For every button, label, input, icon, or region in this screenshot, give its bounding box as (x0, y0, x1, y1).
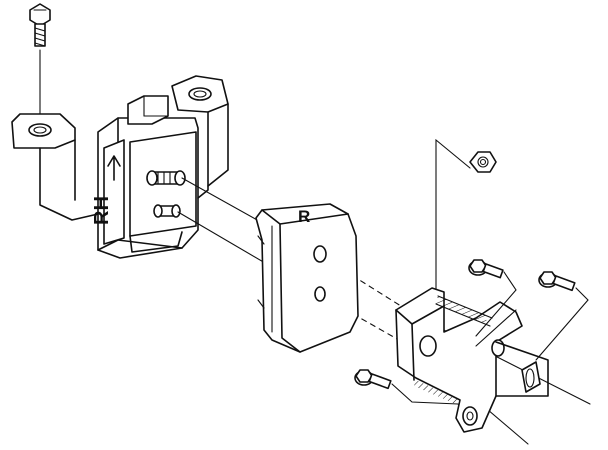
bolt-right-far-icon (535, 271, 589, 361)
assembly-axis-lines (177, 177, 591, 445)
r-label: R (298, 207, 310, 226)
hinge-bracket (395, 287, 549, 433)
hex-nut-icon (435, 138, 497, 293)
bolt-right-upper-icon (468, 259, 517, 337)
rh-label: RH (91, 196, 113, 225)
bolt-lower-left-icon (354, 369, 459, 405)
spacer-block (255, 203, 359, 353)
top-bolt-icon (29, 3, 51, 119)
latch-bracket (11, 75, 229, 259)
